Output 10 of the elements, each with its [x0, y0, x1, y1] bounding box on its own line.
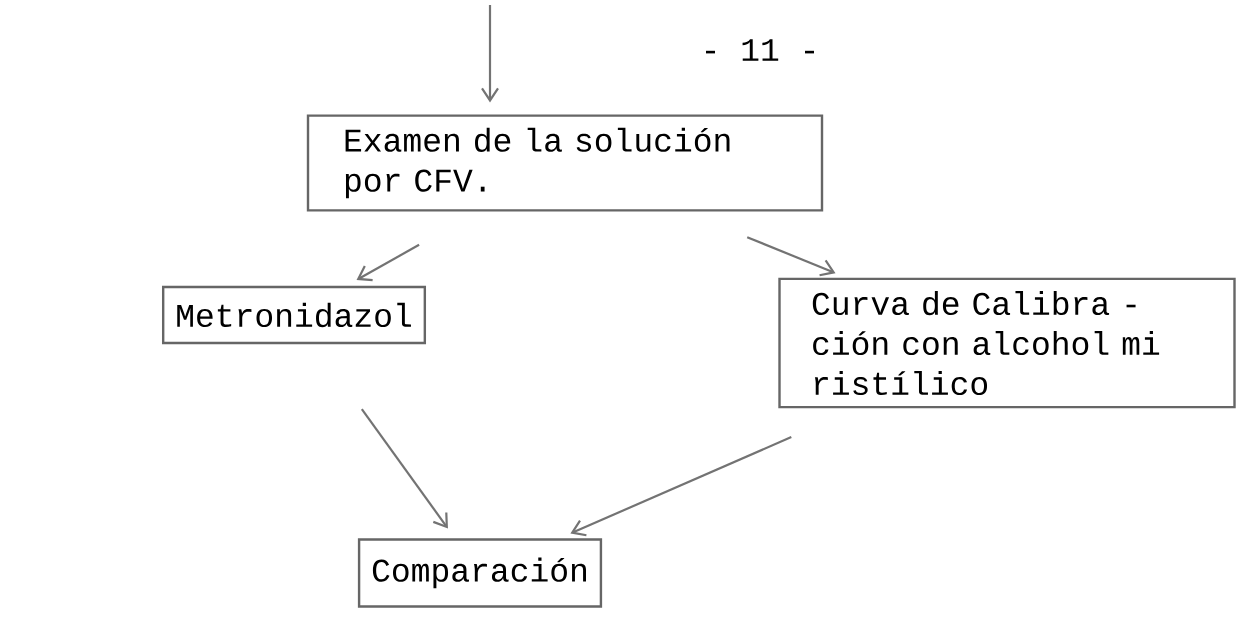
arrow — [356, 243, 420, 282]
process-box: Examen de la solución por CFV. — [306, 114, 824, 212]
page-number: - 11 - — [706, 39, 814, 61]
process-box: Metronidazol — [162, 285, 427, 345]
process-box: Curva de Calibra - ción con alcohol mi ristílico — [778, 277, 1236, 409]
arrow — [746, 236, 836, 277]
arrow — [360, 408, 448, 529]
arrow — [481, 5, 499, 103]
process-box: Comparación — [357, 538, 603, 608]
arrow — [570, 436, 792, 537]
